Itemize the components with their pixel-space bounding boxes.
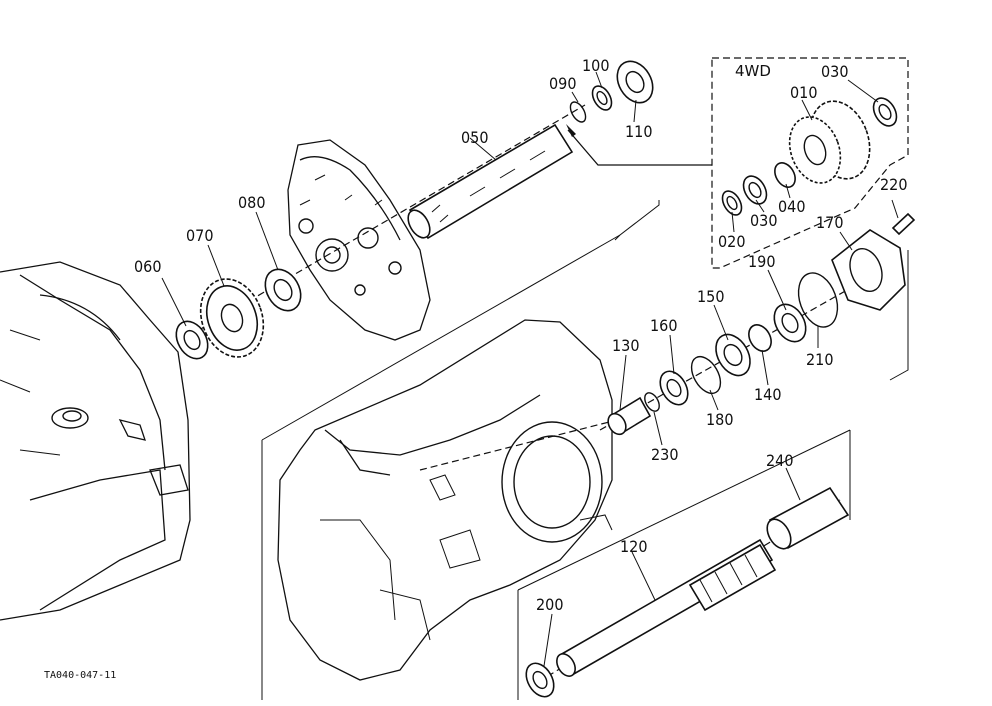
- label-200: 200: [536, 595, 563, 614]
- 4wd-group-box: 4WD: [711, 57, 909, 269]
- part-150-bearing: [715, 333, 751, 377]
- label-080: 080: [238, 193, 265, 212]
- label-170: 170: [816, 213, 843, 232]
- part-210-o-ring: [797, 272, 839, 328]
- part-230-snap-ring: [644, 392, 660, 412]
- label-030-top: 030: [821, 62, 848, 81]
- part-170-bearing-case: [831, 229, 906, 311]
- label-130: 130: [612, 336, 639, 355]
- label-060: 060: [134, 257, 161, 276]
- label-180: 180: [706, 410, 733, 429]
- label-220: 220: [880, 175, 907, 194]
- label-110: 110: [625, 122, 652, 141]
- part-number-labels: 060 070 080 050 090 100 110 010 030 020 …: [134, 56, 907, 614]
- left-transmission-housing: [0, 261, 191, 621]
- label-090: 090: [549, 74, 576, 93]
- part-050-shaft: [407, 123, 574, 240]
- part-030-needle-bearing-bottom: [742, 175, 768, 205]
- box-title: 4WD: [735, 62, 771, 80]
- label-160: 160: [650, 316, 677, 335]
- label-040: 040: [778, 197, 805, 216]
- part-090-snap-ring: [569, 101, 587, 123]
- part-190-bearing: [773, 303, 807, 343]
- drawing-code: TA040-047-11: [44, 670, 116, 681]
- label-120: 120: [620, 537, 647, 556]
- part-110-bearing: [616, 60, 654, 104]
- label-210: 210: [806, 350, 833, 369]
- label-150: 150: [697, 287, 724, 306]
- leader-lines: [161, 71, 899, 667]
- label-240: 240: [766, 451, 793, 470]
- label-020: 020: [718, 232, 745, 251]
- front-cover-housing: [287, 139, 431, 341]
- label-140: 140: [754, 385, 781, 404]
- part-100-collar: [591, 85, 613, 111]
- label-190: 190: [748, 252, 775, 271]
- label-030-bottom: 030: [750, 211, 777, 230]
- part-130-needle-bearing: [607, 396, 652, 436]
- part-020-washer: [721, 190, 743, 216]
- part-240-sleeve: [766, 486, 850, 550]
- part-220-bolt: [891, 212, 916, 236]
- part-200-oil-seal: [525, 662, 555, 698]
- part-010-gear: [788, 100, 871, 184]
- part-030-needle-bearing-top: [872, 97, 898, 127]
- part-070-gear: [199, 278, 265, 358]
- label-230: 230: [651, 445, 678, 464]
- part-080-bearing: [264, 268, 302, 312]
- part-160-bearing: [659, 370, 689, 406]
- label-050: 050: [461, 128, 488, 147]
- part-180-snap-ring: [690, 355, 722, 395]
- label-070: 070: [186, 226, 213, 245]
- part-040-collar: [774, 162, 796, 188]
- label-010: 010: [790, 83, 817, 102]
- part-120-output-shaft: [556, 538, 777, 677]
- main-gear-case-housing: [277, 319, 613, 681]
- label-100: 100: [582, 56, 609, 75]
- part-140-collar: [748, 324, 772, 352]
- reference-arrow: [566, 124, 712, 166]
- part-060-bearing: [175, 320, 209, 360]
